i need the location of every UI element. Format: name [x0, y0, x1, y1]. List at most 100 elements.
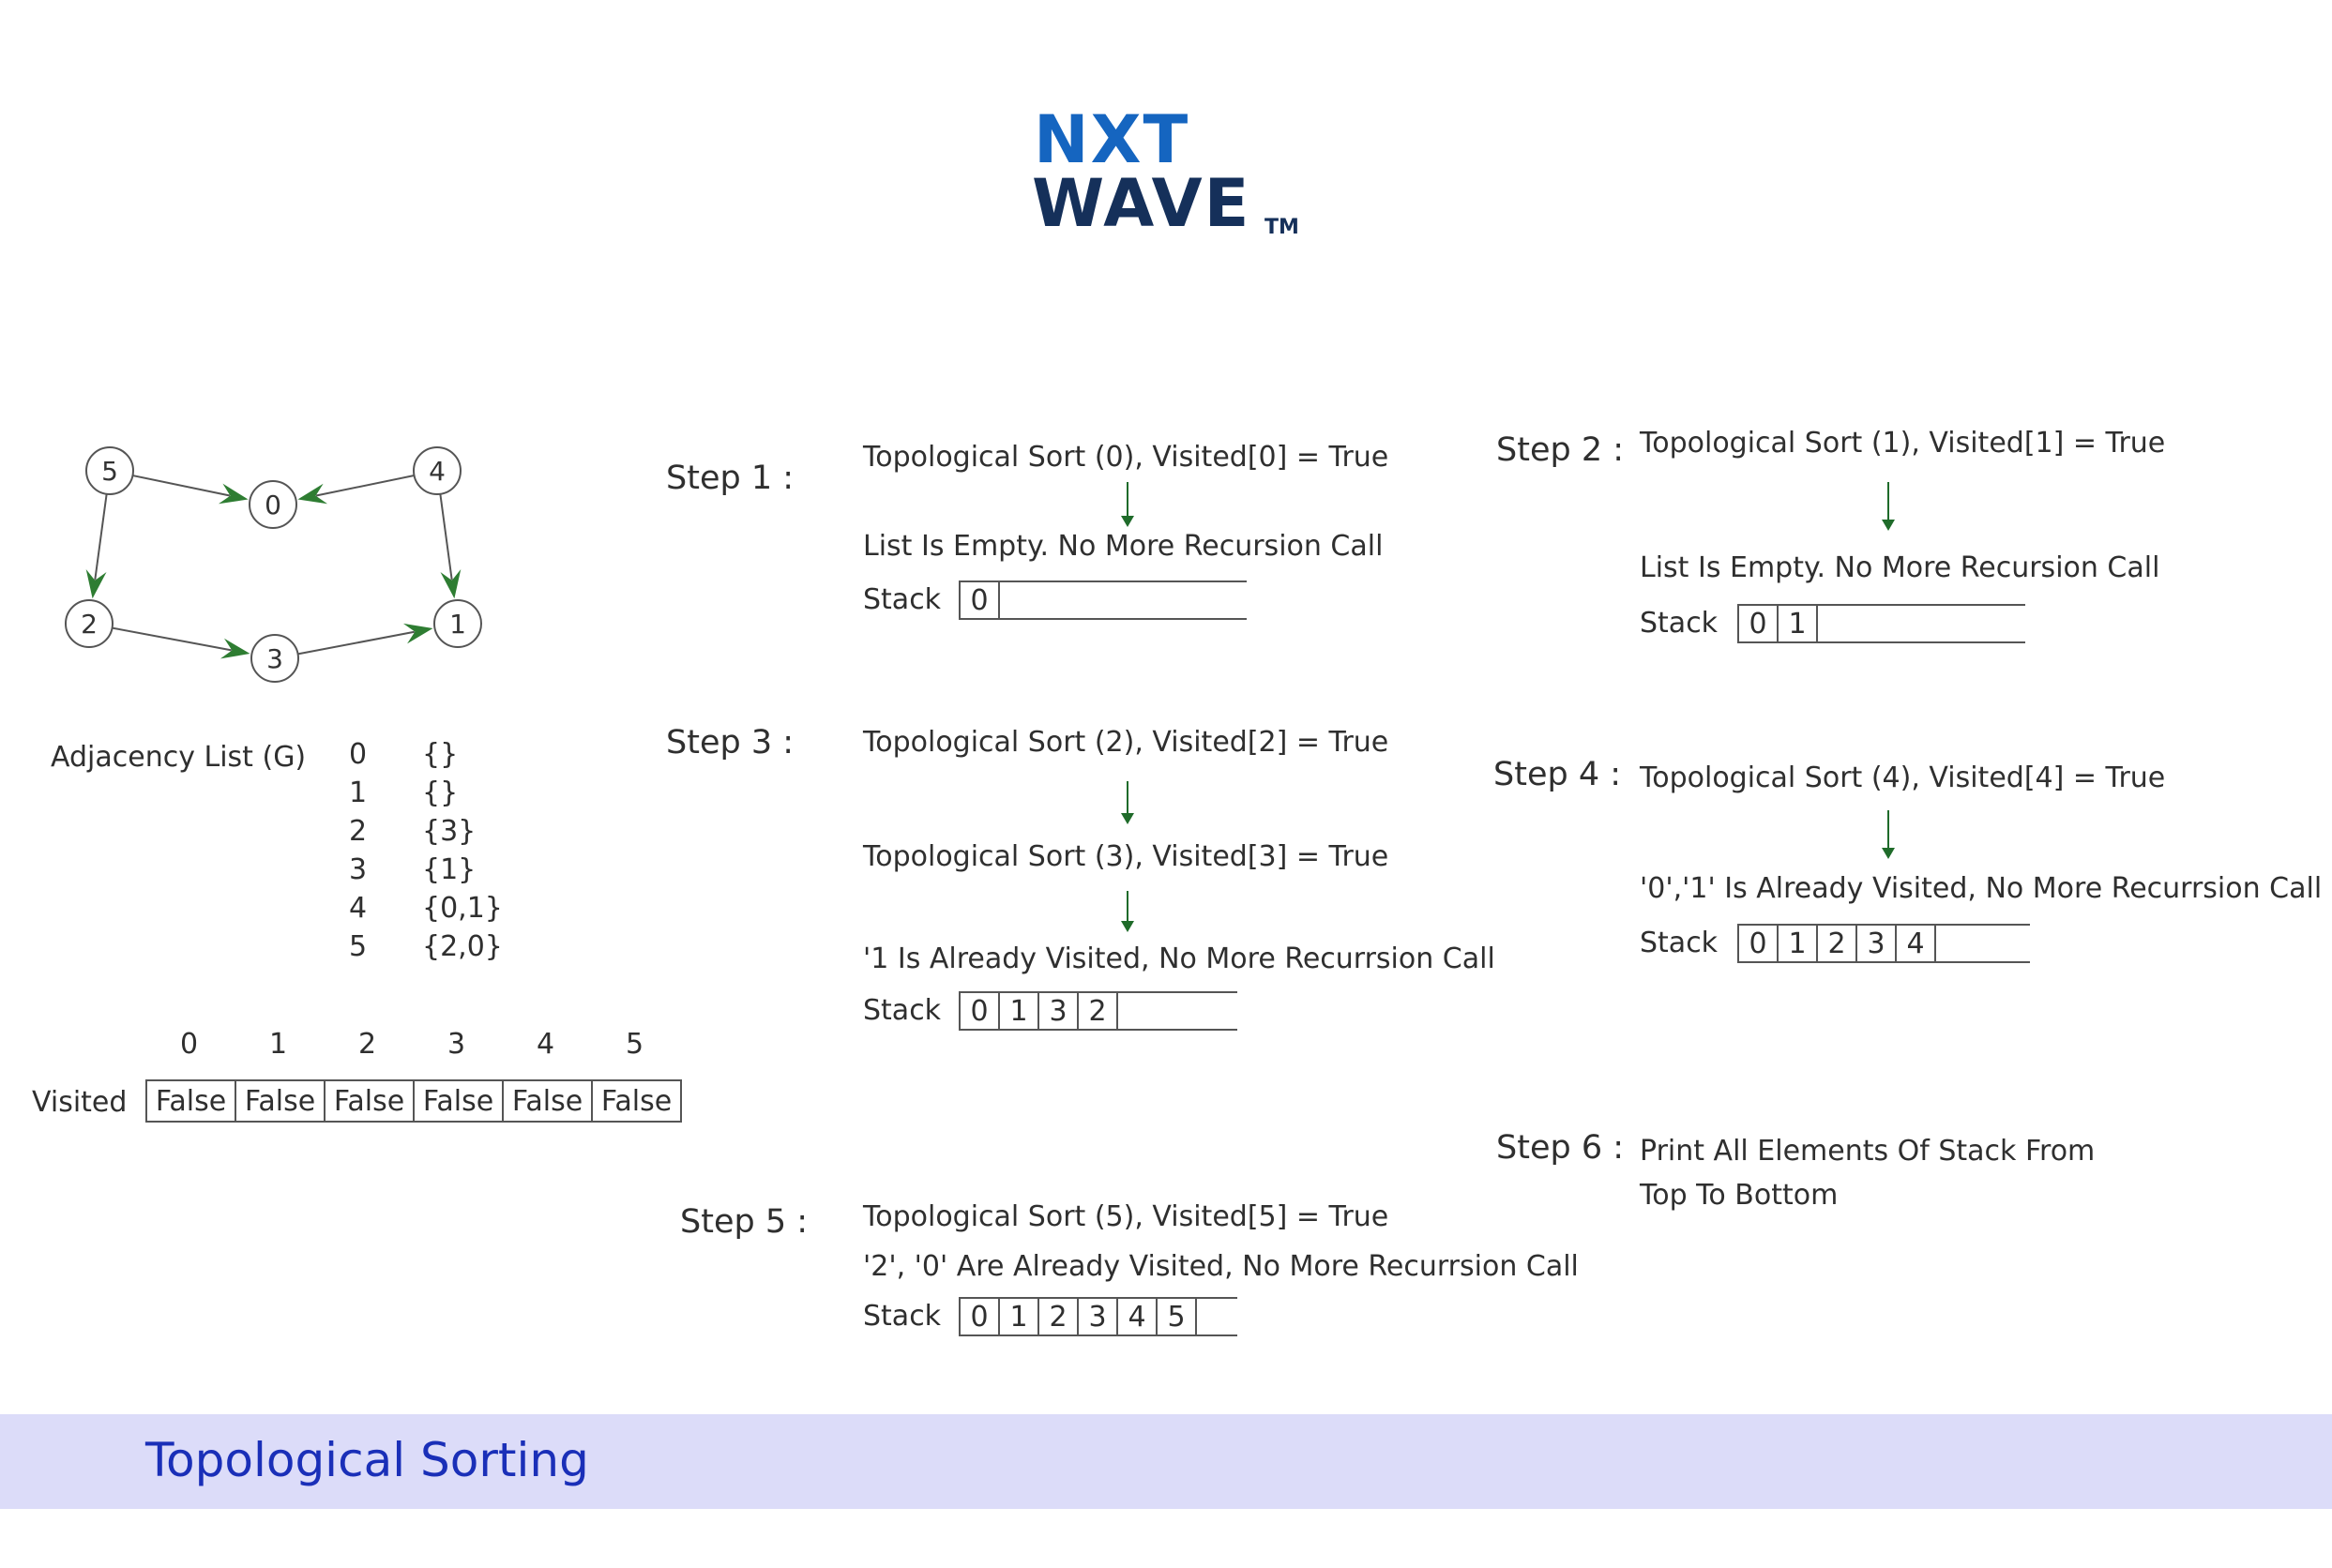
graph-node-label-1: 1 [449, 609, 466, 640]
stack-cell: 1 [1777, 924, 1818, 961]
stack-empty-space [1000, 580, 1247, 618]
visited-cell: False [600, 1084, 673, 1118]
graph-node-5 [85, 446, 134, 495]
graph-arrowhead-2-3 [220, 638, 250, 659]
adjacency-key: 0 [349, 738, 368, 771]
visited-cell: False [415, 1081, 504, 1121]
stack-cell: 1 [998, 991, 1039, 1029]
visited-index: 5 [626, 1028, 644, 1061]
adjacency-key: 2 [349, 815, 368, 848]
adjacency-list-title: Adjacency List (G) [51, 741, 307, 774]
step-5-label: Step 5 : [680, 1203, 809, 1241]
graph-node-0 [249, 480, 297, 529]
graph-node-3 [250, 634, 299, 683]
footer-bar: Topological Sorting [0, 1414, 2332, 1509]
step-1-stack-label: Stack [863, 583, 942, 616]
stack-cell: 2 [1037, 1297, 1079, 1334]
adjacency-value: {3} [422, 815, 477, 848]
step-1-call: Topological Sort (0), Visited[0] = True [863, 441, 1389, 474]
adjacency-value: {} [422, 738, 459, 771]
stack-cell: 3 [1037, 991, 1079, 1029]
visited-index: 3 [447, 1028, 466, 1061]
graph-edge-5-2 [94, 493, 108, 580]
stack-empty-space [1936, 924, 2030, 961]
stack-empty-space [1818, 604, 2025, 641]
step-2-label: Step 2 : [1496, 431, 1625, 469]
adjacency-key: 5 [349, 930, 368, 963]
step-1-note: List Is Empty. No More Recursion Call [863, 530, 1384, 563]
stack-cell: 0 [959, 991, 1000, 1029]
stack-cell: 3 [1077, 1297, 1118, 1334]
step-4-stack-label: Stack [1640, 927, 1719, 959]
graph-edge-3-1 [297, 630, 416, 656]
visited-cell: False [326, 1081, 415, 1121]
stack-cell: 2 [1077, 991, 1118, 1029]
graph-edge-2-3 [112, 626, 232, 652]
step-4-label: Step 4 : [1493, 756, 1622, 793]
step-3-call-2: Topological Sort (3), Visited[3] = True [863, 840, 1389, 873]
step-4-call: Topological Sort (4), Visited[4] = True [1640, 761, 2166, 794]
graph-node-label-0: 0 [265, 490, 281, 520]
footer-title: Topological Sorting [145, 1433, 589, 1487]
graph-node-label-4: 4 [429, 456, 446, 487]
stack-cell: 5 [1156, 1297, 1197, 1334]
graph-arrowhead-5-0 [218, 483, 249, 505]
stack-cell: 1 [1777, 604, 1818, 641]
graph-arrowhead-5-2 [85, 569, 107, 599]
step-2-note: List Is Empty. No More Recursion Call [1640, 551, 2160, 584]
stack-cell: 0 [959, 580, 1000, 618]
stack-cell: 4 [1116, 1297, 1158, 1334]
visited-index: 2 [358, 1028, 377, 1061]
visited-index: 0 [180, 1028, 199, 1061]
graph-arrowhead-4-0 [297, 483, 328, 505]
step-1-label: Step 1 : [666, 460, 795, 497]
graph-arrowhead-4-1 [440, 569, 462, 599]
adjacency-key: 3 [349, 853, 368, 886]
step-5-stack-label: Stack [863, 1300, 942, 1333]
stack-cell: 0 [959, 1297, 1000, 1334]
graph-node-4 [413, 446, 462, 495]
stack-cell: 2 [1816, 924, 1857, 961]
visited-cell: False [236, 1081, 326, 1121]
visited-index: 1 [269, 1028, 288, 1061]
step-6-line-2: Top To Bottom [1640, 1179, 1839, 1212]
graph-node-label-5: 5 [101, 456, 118, 487]
stack-cell: 4 [1895, 924, 1936, 961]
graph-node-2 [65, 599, 114, 648]
graph-edge-5-0 [132, 475, 231, 497]
step-5-note: '2', '0' Are Already Visited, No More Re… [863, 1250, 1579, 1283]
logo-line-1: NXT [1034, 101, 1190, 178]
adjacency-value: {0,1} [422, 892, 503, 925]
adjacency-key: 1 [349, 776, 368, 809]
step-3-stack-label: Stack [863, 994, 942, 1027]
step-3-call-1: Topological Sort (2), Visited[2] = True [863, 726, 1389, 759]
stack-empty-space [1197, 1297, 1237, 1334]
graph-node-label-3: 3 [266, 643, 283, 674]
stack-cell: 3 [1855, 924, 1897, 961]
step-1-stack: 0 [959, 580, 1247, 620]
visited-index: 4 [537, 1028, 555, 1061]
logo-line-2: WAVE [1032, 165, 1251, 242]
graph-node-1 [433, 599, 482, 648]
stack-cell: 0 [1737, 604, 1779, 641]
step-3-note: '1 Is Already Visited, No More Recurrsio… [863, 942, 1495, 975]
visited-label: Visited [32, 1086, 128, 1119]
adjacency-value: {1} [422, 853, 477, 886]
step-6-line-1: Print All Elements Of Stack From [1640, 1135, 2096, 1168]
step-2-call: Topological Sort (1), Visited[1] = True [1640, 427, 2166, 460]
stack-empty-space [1118, 991, 1237, 1029]
stack-cell: 0 [1737, 924, 1779, 961]
step-4-note: '0','1' Is Already Visited, No More Recu… [1640, 872, 2323, 905]
adjacency-key: 4 [349, 892, 368, 925]
logo-trademark: TM [1264, 216, 1299, 239]
graph-arrowhead-3-1 [402, 623, 433, 644]
stack-cell: 1 [998, 1297, 1039, 1334]
step-2-stack-label: Stack [1640, 607, 1719, 640]
step-3-label: Step 3 : [666, 724, 795, 761]
